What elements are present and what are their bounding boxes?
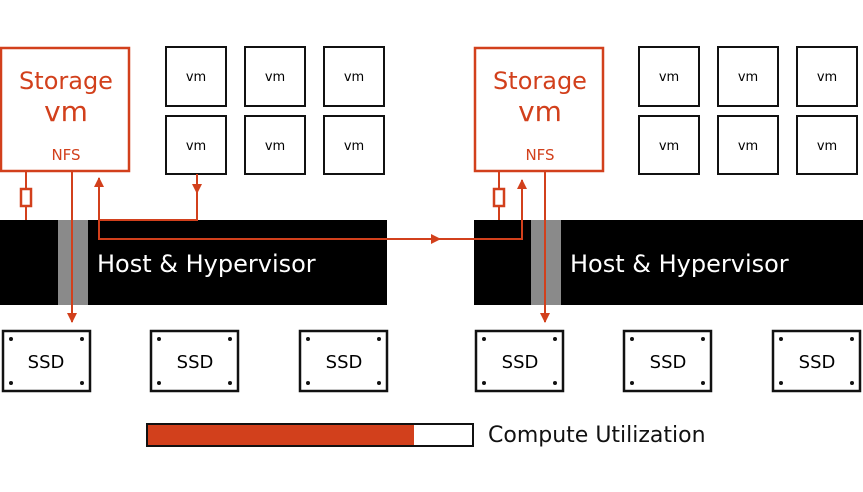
cross-node-arrow — [98, 220, 441, 244]
ssd-disk: SSD — [622, 329, 713, 393]
ssd-label: SSD — [177, 352, 214, 373]
vm-label: vm — [344, 70, 364, 85]
vm-box — [244, 115, 306, 175]
ssd-label: SSD — [326, 352, 363, 373]
ssd-label: SSD — [28, 352, 65, 373]
ssd-label: SSD — [502, 352, 539, 373]
ssd-row: SSD SSD SSD — [474, 329, 862, 393]
vm-box — [244, 46, 306, 107]
vm-label: vm — [738, 139, 758, 154]
vm-label: vm — [344, 139, 364, 154]
storage-vm-subtitle: vm — [518, 95, 562, 128]
vm-box — [165, 115, 227, 175]
ssd-row: SSD SSD SSD — [1, 329, 389, 393]
controller-icon — [19, 187, 33, 208]
vm-label: vm — [817, 139, 837, 154]
ssd-disk: SSD — [771, 329, 862, 393]
legend: Compute Utilization — [146, 423, 706, 448]
vm-label: vm — [186, 70, 206, 85]
vm-label: vm — [265, 70, 285, 85]
utilization-bar-fill — [148, 425, 414, 445]
ssd-disk: SSD — [474, 329, 565, 393]
host-label: Host & Hypervisor — [97, 250, 316, 278]
io-paths — [19, 171, 441, 323]
vm-label: vm — [659, 70, 679, 85]
vm-box — [165, 46, 227, 107]
storage-vm-protocol: NFS — [51, 146, 80, 164]
vm-box — [717, 115, 779, 175]
vm-label: vm — [659, 139, 679, 154]
vm-label: vm — [265, 139, 285, 154]
remote-to-storage-arrow — [440, 179, 527, 240]
node-1: Host & Hypervisor Storage vm NFS vm vm v… — [0, 46, 441, 393]
ssd-disk: SSD — [149, 329, 240, 393]
ssd-label: SSD — [650, 352, 687, 373]
vm-box — [323, 46, 385, 107]
storage-vm-title: Storage — [19, 67, 113, 95]
vm-label: vm — [186, 139, 206, 154]
vm-to-storage-arrow — [94, 177, 198, 221]
vm-box — [638, 115, 700, 175]
controller-icon — [492, 187, 506, 208]
vm-box — [796, 115, 858, 175]
vm-label: vm — [817, 70, 837, 85]
vm-box — [638, 46, 700, 107]
vm-grid: vm vm vm vm vm vm — [165, 46, 385, 175]
ssd-disk: SSD — [298, 329, 389, 393]
storage-vm-box — [473, 46, 605, 173]
storage-vm-protocol: NFS — [525, 146, 554, 164]
vm-grid: vm vm vm vm vm vm — [638, 46, 858, 175]
ssd-disk: SSD — [1, 329, 92, 393]
vm-box — [717, 46, 779, 107]
vm-box — [796, 46, 858, 107]
node-2: Host & Hypervisor Storage vm NFS vm vm v… — [440, 46, 863, 393]
storage-vm-subtitle: vm — [44, 95, 88, 128]
host-label: Host & Hypervisor — [570, 250, 789, 278]
storage-vm-title: Storage — [493, 67, 587, 95]
storage-vm-box — [0, 46, 131, 173]
vm-box — [323, 115, 385, 175]
ssd-label: SSD — [799, 352, 836, 373]
vm-label: vm — [738, 70, 758, 85]
io-paths — [440, 171, 550, 323]
legend-label: Compute Utilization — [488, 423, 706, 448]
